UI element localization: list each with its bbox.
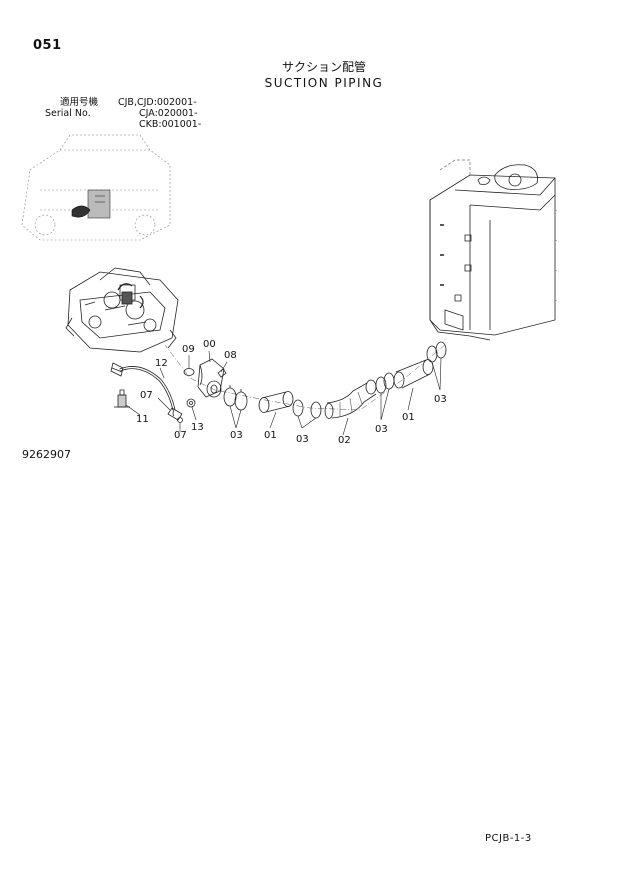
title-english: SUCTION PIPING	[264, 76, 384, 90]
callout-03-group-1: 03	[230, 430, 243, 441]
leader-lines	[125, 350, 442, 436]
clamp-08	[217, 368, 227, 378]
callout-02: 02	[338, 435, 351, 446]
oring-09	[183, 368, 195, 376]
hose-01-right	[393, 359, 434, 389]
callout-03-group-3: 03	[375, 424, 388, 435]
serial-line-2: CJA:020001-	[139, 108, 198, 119]
callout-11: 11	[136, 414, 149, 425]
callout-07-lower: 07	[174, 430, 187, 441]
figure-id: 9262907	[22, 448, 71, 461]
callout-07-upper: 07	[140, 390, 153, 401]
page-code: PCJB-1-3	[485, 833, 532, 844]
clamps-03-group-1	[223, 385, 248, 411]
serial-line-3: CKB:001001-	[139, 119, 202, 130]
title-japanese: サクション配管	[281, 60, 366, 74]
callout-09: 09	[182, 344, 195, 355]
oring-07-lower	[177, 417, 183, 423]
fitting-11	[114, 389, 130, 408]
hose-01-left	[258, 391, 294, 413]
serial-label-jp: 適用号機	[60, 97, 99, 108]
clamps-03-group-2	[292, 399, 322, 419]
callout-00: 00	[203, 339, 216, 350]
pump-assembly	[65, 267, 179, 353]
callout-08: 08	[224, 350, 237, 361]
callout-03-group-2: 03	[296, 434, 309, 445]
fitting-07-upper	[167, 407, 183, 421]
callout-13: 13	[191, 422, 204, 433]
callout-03-group-4: 03	[434, 394, 447, 405]
clamps-03-group-3	[375, 372, 395, 394]
elbow-02	[324, 379, 377, 419]
callout-01-right: 01	[402, 412, 415, 423]
serial-line-1: CJB,CJD:002001-	[118, 97, 197, 108]
pipe-centerline	[164, 344, 446, 411]
machine-overview-sketch	[21, 134, 171, 241]
hydraulic-tank	[429, 159, 560, 341]
hose-12	[110, 362, 176, 417]
serial-label-en: Serial No.	[45, 108, 91, 119]
clamps-03-group-4	[426, 341, 447, 363]
suction-elbow-00	[197, 358, 225, 398]
callout-12: 12	[155, 358, 168, 369]
fitting-13	[186, 398, 196, 408]
callout-01-left: 01	[264, 430, 277, 441]
page-number: 051	[33, 38, 62, 53]
